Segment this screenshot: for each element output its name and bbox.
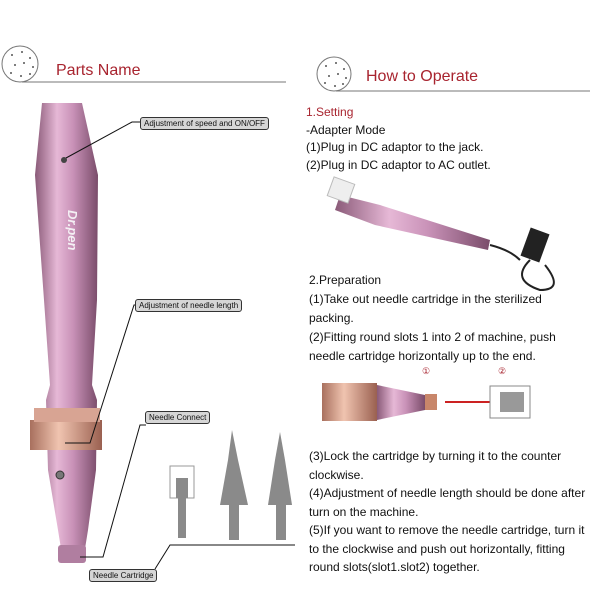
needle-cartridges	[169, 430, 292, 540]
brand-logo: Dr.pen	[65, 210, 80, 251]
setting-line: (1)Plug in DC adaptor to the jack.	[306, 140, 484, 154]
prep-line: packing.	[309, 311, 354, 325]
callout-needle-cartridge: Needle Cartridge	[89, 569, 158, 582]
parts-name-title: Parts Name	[56, 62, 141, 79]
diagram-label-1: ①	[422, 366, 431, 376]
cartridge-fit-diagram	[322, 383, 531, 421]
callout-speed-onoff: Adjustment of speed and ON/OFF	[140, 117, 269, 130]
step-line: turn on the machine.	[309, 504, 419, 519]
diagram-label-2: ②	[498, 366, 507, 376]
steps-section: (3)Lock the cartridge by turning it to t…	[309, 447, 585, 577]
pen-illustration: Dr.pen	[30, 103, 102, 563]
prep-line: (2)Fitting round slots 1 into 2 of machi…	[309, 330, 556, 344]
callout-needle-connect: Needle Connect	[145, 411, 211, 424]
prep-line: 2.Preparation	[309, 273, 382, 287]
setting-section: 1.Setting -Adapter Mode (1)Plug in DC ad…	[306, 104, 491, 174]
step-line: round slots(slot1.slot2) together.	[309, 560, 480, 574]
step-line: (3)Lock the cartridge by turning it to t…	[309, 449, 562, 463]
step-line: clockwise.	[309, 467, 364, 482]
prep-line: needle cartridge horizontally up to the …	[309, 349, 536, 363]
section-icon-right	[316, 56, 352, 92]
setting-line: -Adapter Mode	[306, 122, 386, 137]
setting-heading: 1.Setting	[306, 105, 354, 119]
pen-with-adapter-illustration	[326, 176, 555, 292]
preparation-section: 2.Preparation (1)Take out needle cartrid…	[309, 271, 556, 366]
how-to-operate-title: How to Operate	[366, 68, 479, 85]
section-icon-left	[1, 45, 39, 83]
callout-needle-length: Adjustment of needle length	[135, 299, 243, 312]
prep-line: (1)Take out needle cartridge in the ster…	[309, 292, 542, 306]
step-line: (5)If you want to remove the needle cart…	[309, 523, 585, 537]
setting-line: (2)Plug in DC adaptor to AC outlet.	[306, 157, 491, 172]
step-line: to the clockwise and push out horizontal…	[309, 541, 565, 556]
step-line: (4)Adjustment of needle length should be…	[309, 486, 586, 500]
